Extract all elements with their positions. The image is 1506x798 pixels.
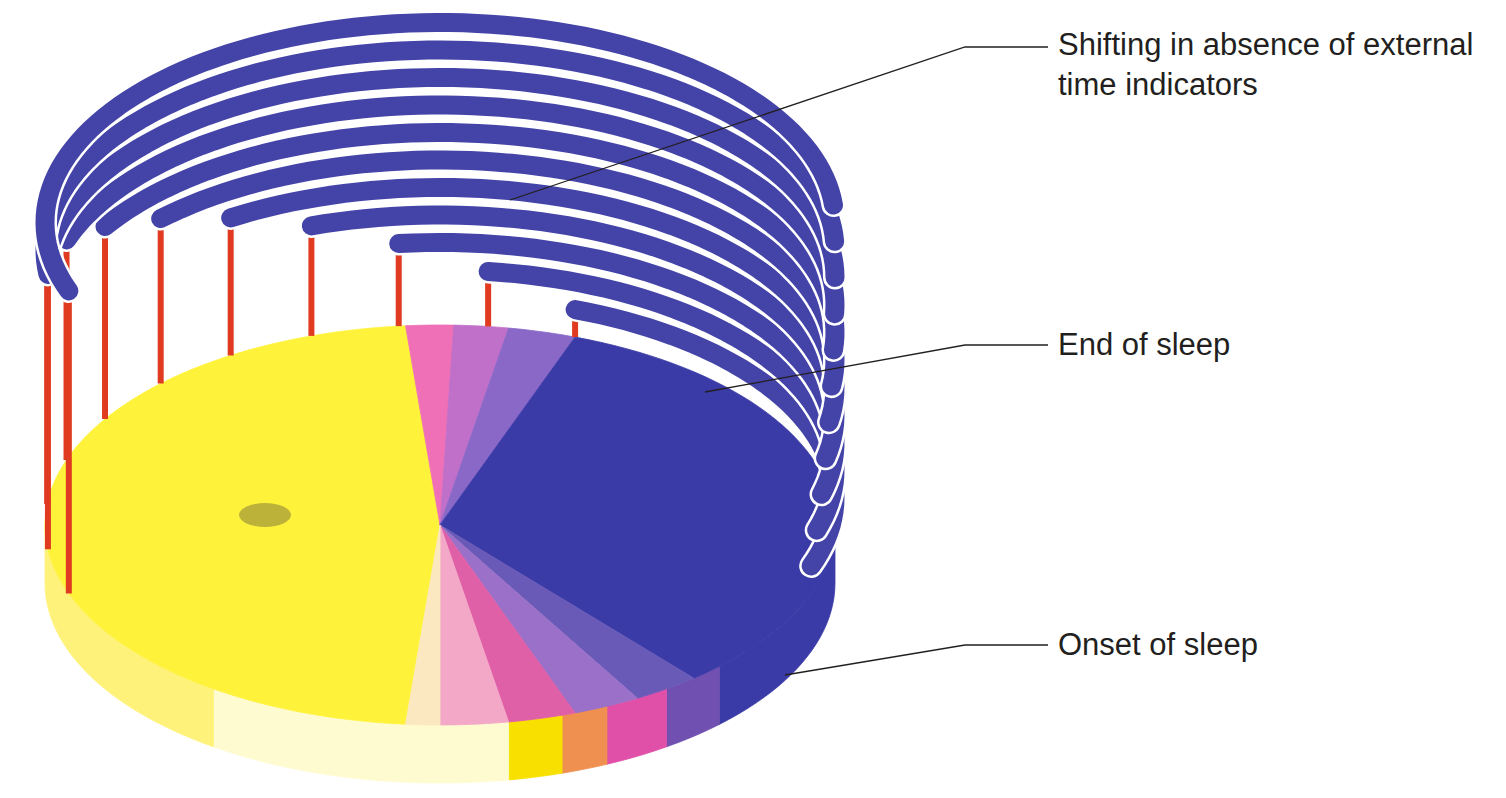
ring-gap (45, 23, 833, 291)
wake-marker-line (396, 244, 402, 327)
leader-line (510, 47, 1048, 200)
center-mark (239, 503, 291, 527)
sleep-ring (45, 23, 833, 291)
wake-marker-line (308, 226, 314, 336)
disk-side (562, 706, 607, 773)
callout-label: Shifting in absence of external time ind… (1058, 25, 1498, 105)
wake-marker-line (45, 274, 51, 549)
wake-marker-line (102, 227, 108, 419)
wake-marker-line (228, 218, 234, 356)
disk-side (509, 715, 562, 780)
disk-top-wedge (406, 525, 440, 725)
callout-label: Onset of sleep (1058, 625, 1458, 665)
wake-marker-line (66, 291, 72, 594)
callout-label: End of sleep (1058, 325, 1458, 365)
wake-marker-line (158, 219, 164, 384)
leader-line (785, 645, 1048, 675)
disk-top-wedge (440, 525, 509, 725)
leader-line (705, 345, 1048, 392)
